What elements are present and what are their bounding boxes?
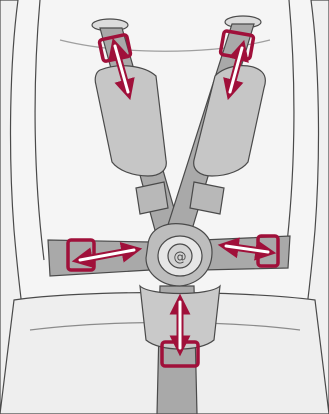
svg-text:@: @: [174, 250, 187, 265]
central-buckle: @: [146, 224, 212, 286]
